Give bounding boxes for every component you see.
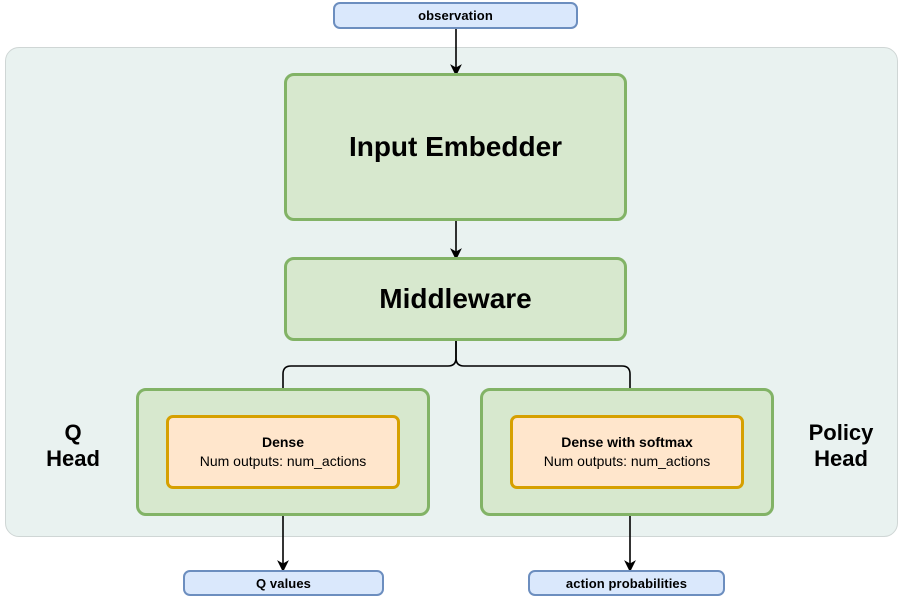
middleware-node[interactable]: Middleware: [284, 257, 627, 341]
observation-node[interactable]: observation: [333, 2, 578, 29]
q-values-label: Q values: [256, 575, 311, 591]
middleware-label: Middleware: [379, 283, 532, 314]
observation-label: observation: [418, 8, 493, 23]
policy-head-dense-subtitle: Num outputs: num_actions: [543, 453, 711, 469]
q-head-dense-subtitle: Num outputs: num_actions: [199, 453, 367, 469]
q-values-node[interactable]: Q values: [183, 570, 384, 596]
q-head-dense-title: Dense: [261, 434, 305, 451]
policy-head-dense-node[interactable]: Dense with softmax Num outputs: num_acti…: [510, 415, 744, 489]
action-probabilities-node[interactable]: action probabilities: [528, 570, 725, 596]
policy-head-dense-title: Dense with softmax: [561, 434, 693, 451]
q-head-side-label: Q Head: [46, 420, 100, 471]
action-probabilities-label: action probabilities: [565, 575, 688, 591]
policy-head-group[interactable]: Dense with softmax Num outputs: num_acti…: [480, 388, 774, 516]
input-embedder-label: Input Embedder: [348, 131, 563, 162]
q-head-dense-node[interactable]: Dense Num outputs: num_actions: [166, 415, 400, 489]
input-embedder-node[interactable]: Input Embedder: [284, 73, 627, 221]
policy-head-side-label: Policy Head: [808, 420, 874, 471]
q-head-group[interactable]: Dense Num outputs: num_actions: [136, 388, 430, 516]
